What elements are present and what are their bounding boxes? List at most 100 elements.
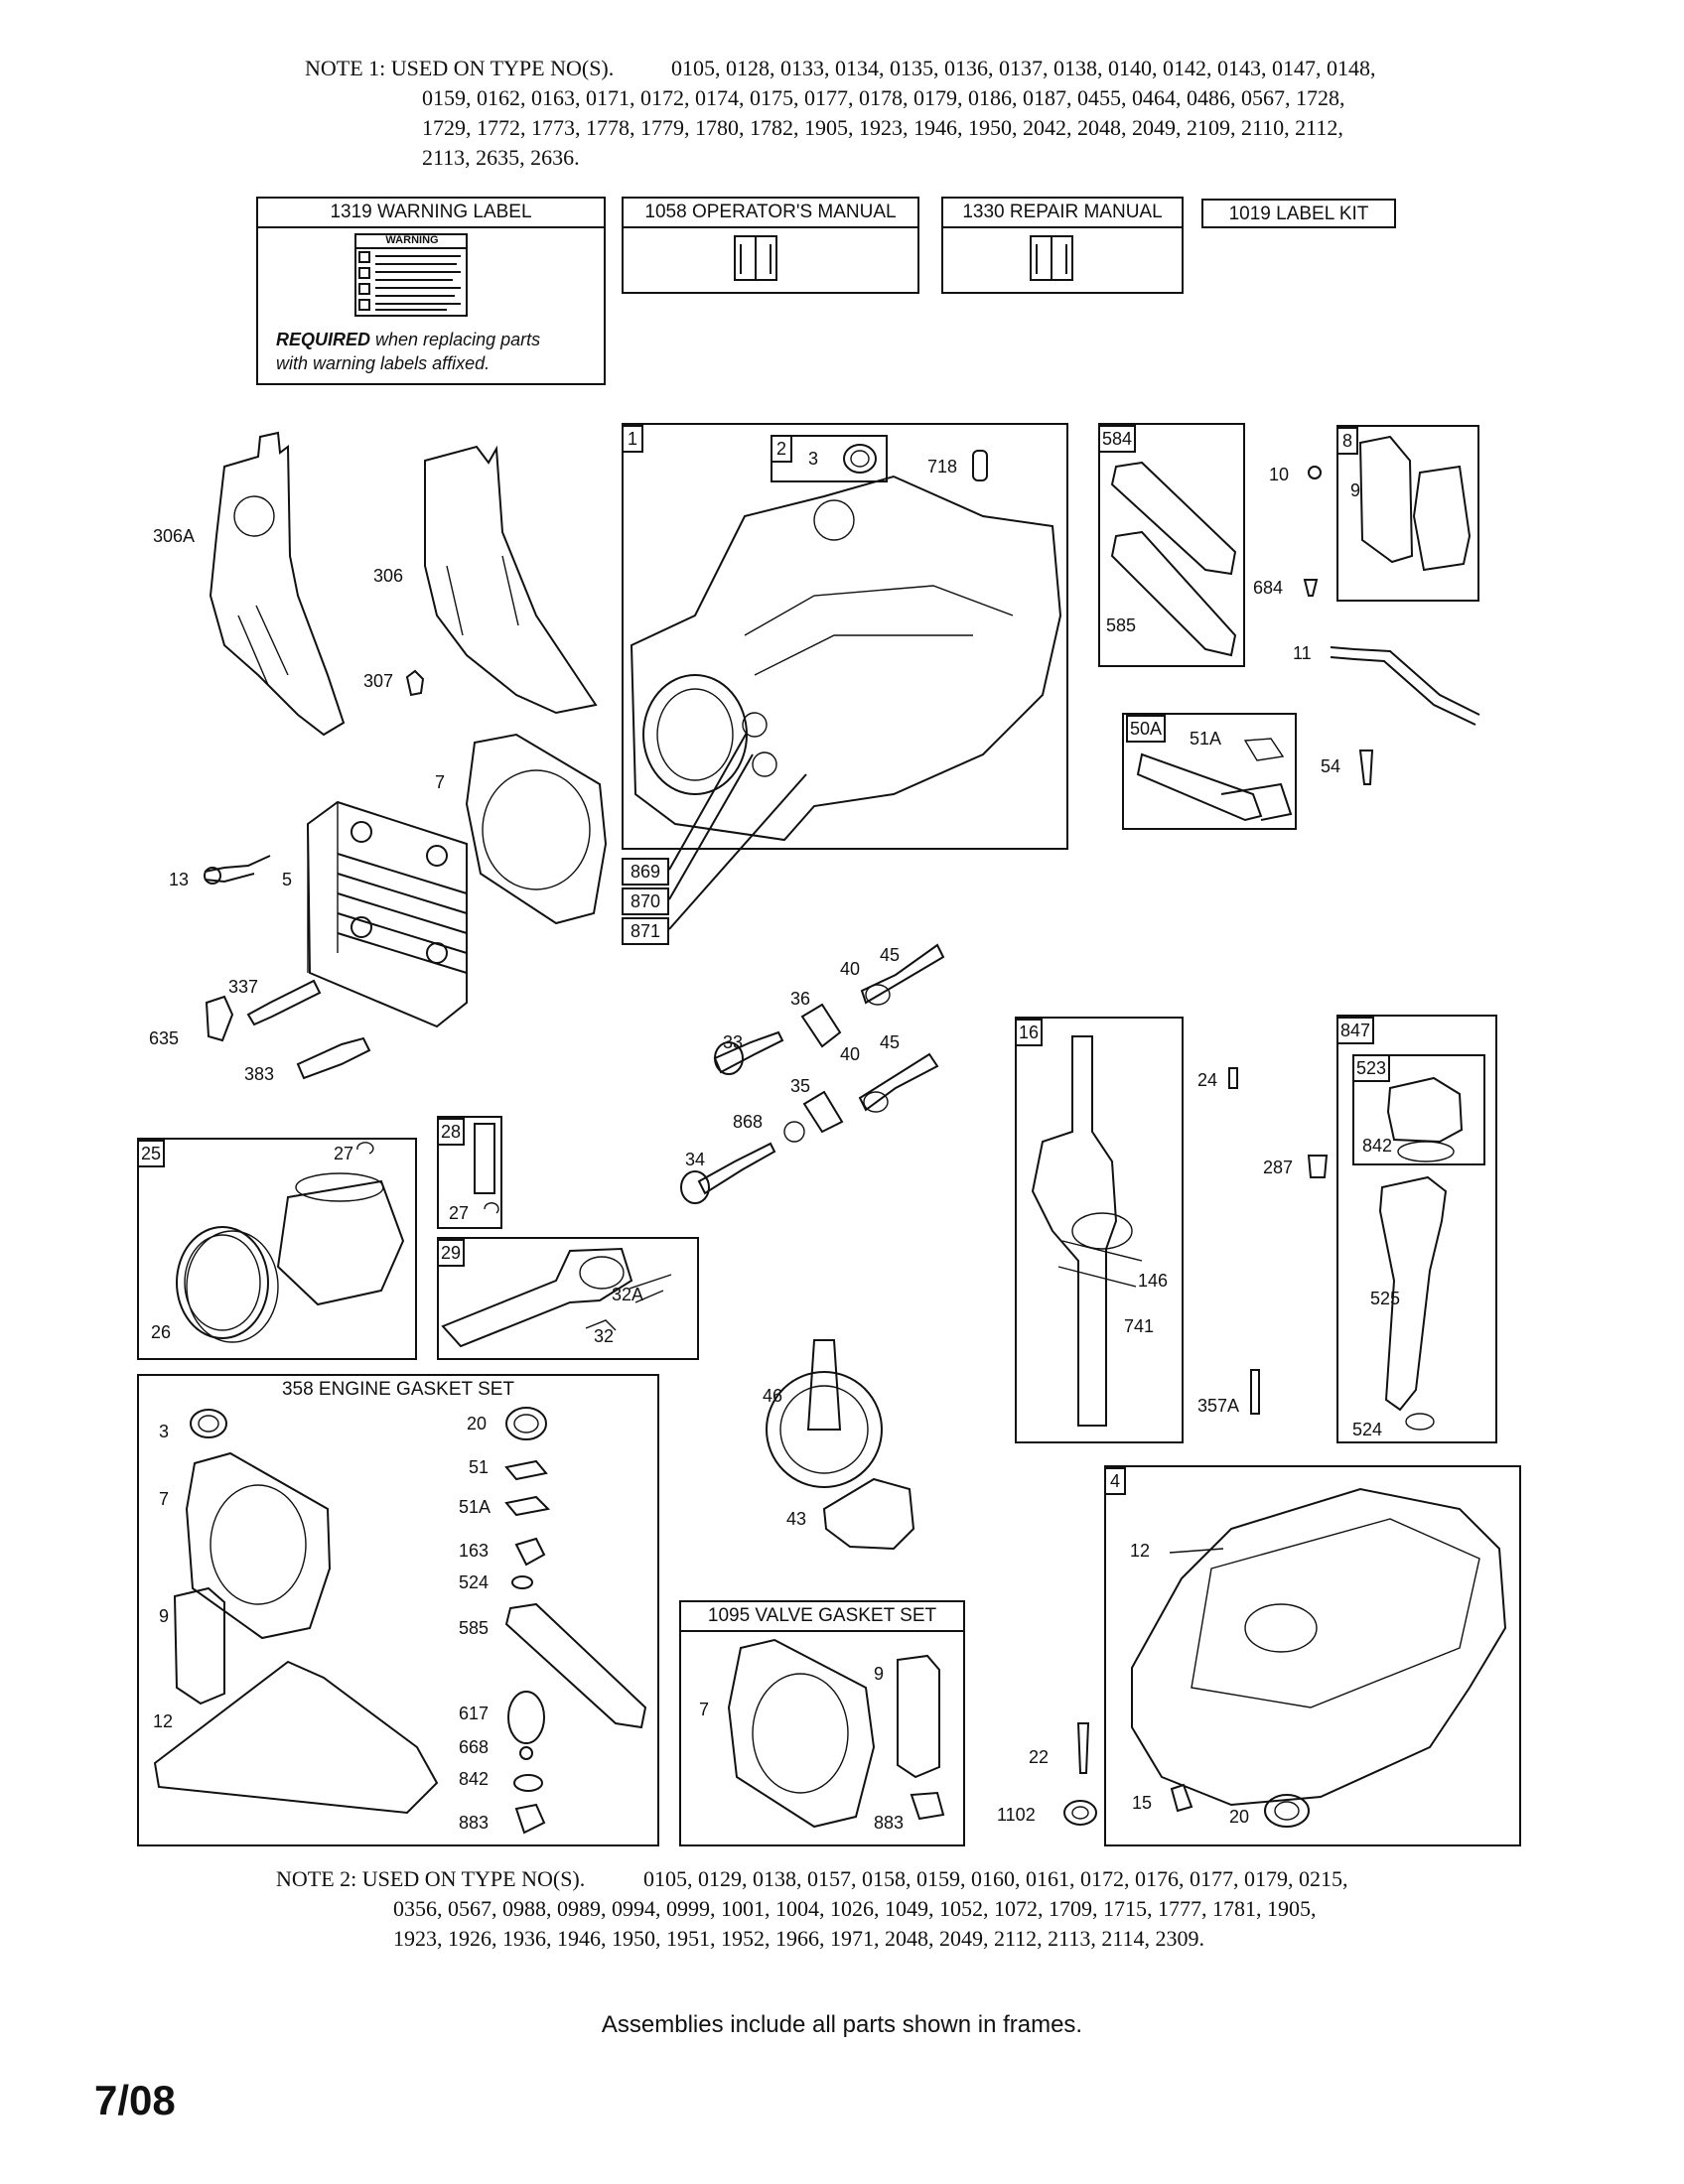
part-label-307: 307 [363,671,394,691]
part-label-15: 15 [1132,1793,1153,1813]
part-label-842-dipstick: 842 [1362,1136,1393,1156]
callout-box-1: 1 [622,425,643,453]
part-label-357A: 357A [1197,1396,1240,1416]
callout-box-870: 870 [622,887,669,915]
required-bold: REQUIRED [276,330,371,349]
gasket-set-item-668: 668 [459,1737,490,1757]
gasket-set-item-3: 3 [159,1422,170,1441]
gasket-set-item-617: 617 [459,1704,490,1723]
frame-358-gasket-set: 358 ENGINE GASKET SET [137,1374,659,1846]
frame-29-connecting-rod [437,1237,699,1360]
callout-box-2: 2 [771,435,792,463]
callout-box-4: 4 [1104,1467,1126,1495]
part-label-525: 525 [1370,1289,1401,1308]
part-label-383: 383 [244,1064,275,1084]
warning-sign-text: WARNING [385,234,439,246]
part-label-868: 868 [733,1112,764,1132]
gasket-set-item-51: 51 [469,1457,490,1477]
engine-gasket-set-title: 358 ENGINE GASKET SET [281,1379,515,1400]
frame-28-pin [437,1116,502,1229]
gasket-set-item-9: 9 [159,1606,170,1626]
label-kit-title: 1019 LABEL KIT [1228,204,1369,224]
callout-box-869: 869 [622,858,669,886]
part-label-51A: 51A [1190,729,1222,749]
part-label-585: 585 [1106,615,1137,635]
required-rest: when replacing parts [370,330,541,349]
note-1-line: 0105, 0128, 0133, 0134, 0135, 0136, 0137… [671,56,1376,80]
page-date: 7/08 [94,2077,176,2123]
part-label-33: 33 [723,1032,744,1052]
frame-523-cap [1352,1054,1485,1165]
note-1: NOTE 1: USED ON TYPE NO(S). 0105, 0128, … [305,54,1675,183]
part-label-524-dipstick: 524 [1352,1420,1383,1439]
note-2-lead: NOTE 2: USED ON TYPE NO(S). [276,1866,586,1891]
frame-50A-tube [1122,713,1297,830]
gasket-set-item-12: 12 [153,1711,174,1731]
assemblies-footer: Assemblies include all parts shown in fr… [601,2011,1083,2038]
note-1-line: 0159, 0162, 0163, 0171, 0172, 0174, 0175… [422,85,1345,110]
callout-box-28: 28 [437,1118,466,1146]
part-label-287: 287 [1263,1158,1294,1177]
part-label-306: 306 [373,566,404,586]
note-1-lead: NOTE 1: USED ON TYPE NO(S). [305,56,615,80]
gasket-set-item-51A: 51A [459,1497,491,1517]
part-label-45-lower: 45 [880,1032,901,1052]
part-label-27-piston: 27 [334,1144,354,1163]
part-label-5: 5 [282,870,293,889]
valve-gasket-item-7: 7 [699,1700,710,1719]
callout-box-29: 29 [437,1239,466,1267]
part-label-24: 24 [1197,1070,1218,1090]
warning-label-frame: 1319 WARNING LABEL [256,197,606,385]
note-2-line: 0356, 0567, 0988, 0989, 0994, 0999, 1001… [393,1896,1317,1921]
part-label-22: 22 [1029,1747,1050,1767]
note-2-line: 0105, 0129, 0138, 0157, 0158, 0159, 0160… [643,1866,1348,1891]
note-2: NOTE 2: USED ON TYPE NO(S). 0105, 0129, … [276,1864,1666,1964]
part-label-146: 146 [1138,1271,1169,1291]
callout-box-50A: 50A [1126,715,1167,743]
callout-box-523: 523 [1352,1054,1391,1082]
part-label-34: 34 [685,1150,706,1169]
gasket-set-item-585: 585 [459,1618,490,1638]
part-label-7: 7 [435,772,446,792]
callout-box-25: 25 [137,1140,166,1167]
part-label-46: 46 [763,1386,783,1406]
part-label-13: 13 [169,870,190,889]
note-2-line: 1923, 1926, 1936, 1946, 1950, 1951, 1952… [393,1926,1205,1951]
frame-16-crankshaft [1015,1017,1184,1443]
part-label-1102: 1102 [997,1805,1036,1825]
part-label-12-sump: 12 [1130,1541,1151,1561]
operators-manual-frame: 1058 OPERATOR'S MANUAL [622,197,919,294]
repair-manual-frame: 1330 REPAIR MANUAL [941,197,1184,294]
valve-gasket-set-title: 1095 VALVE GASKET SET [681,1602,963,1632]
part-label-11: 11 [1293,643,1312,663]
label-kit-frame: 1019 LABEL KIT [1201,199,1396,228]
part-label-741: 741 [1124,1316,1155,1336]
frame-1095-valve-gasket-set: 1095 VALVE GASKET SET [679,1600,965,1846]
note-1-line: 2113, 2635, 2636. [422,145,580,170]
callout-box-871: 871 [622,917,669,945]
frame-4-sump [1104,1465,1521,1846]
valve-gasket-item-9: 9 [874,1664,885,1684]
part-label-306A: 306A [153,526,196,546]
warning-label-title: 1319 WARNING LABEL [258,199,604,228]
required-note: REQUIRED when replacing parts with warni… [276,328,540,375]
frame-1-cylinder-block [622,423,1068,850]
part-label-26: 26 [151,1322,172,1342]
gasket-set-item-883: 883 [459,1813,490,1833]
gasket-set-item-20: 20 [467,1414,488,1433]
part-label-45-upper: 45 [880,945,901,965]
part-label-3: 3 [808,449,819,469]
gasket-set-item-524: 524 [459,1572,490,1592]
part-label-35: 35 [790,1076,811,1096]
note-1-line: 1729, 1772, 1773, 1778, 1779, 1780, 1782… [422,115,1343,140]
callout-box-847: 847 [1336,1017,1375,1044]
part-label-10: 10 [1269,465,1290,484]
gasket-set-item-7: 7 [159,1489,170,1509]
part-label-43: 43 [786,1509,807,1529]
part-label-635: 635 [149,1028,180,1048]
part-label-40-upper: 40 [840,959,861,979]
part-label-27-pin: 27 [449,1203,470,1223]
callout-box-16: 16 [1015,1019,1044,1046]
part-label-40-lower: 40 [840,1044,861,1064]
